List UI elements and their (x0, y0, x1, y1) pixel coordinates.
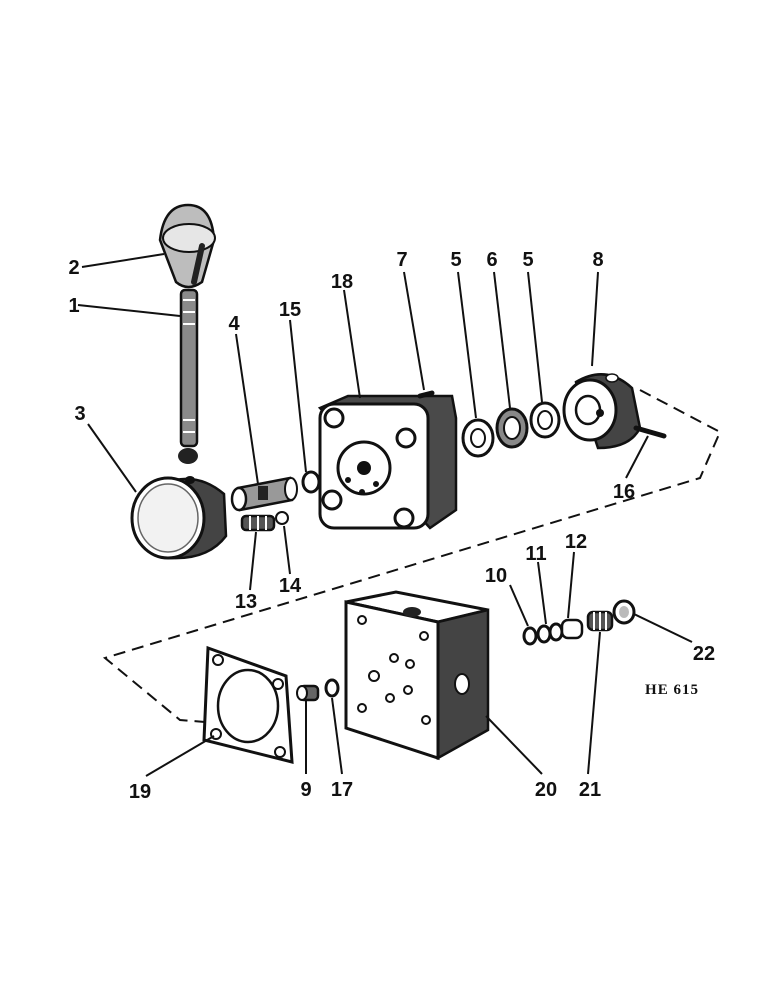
callout-7: 7 (396, 249, 407, 271)
part-ring-11a (536, 624, 552, 644)
part-cam (562, 373, 642, 450)
callout-22: 22 (693, 643, 715, 665)
part-oring-15 (301, 470, 321, 494)
leader-lines (77, 253, 693, 777)
part-bearing (495, 407, 529, 449)
callout-3: 3 (74, 403, 85, 425)
assembly-dash-line (102, 389, 722, 723)
part-knob (158, 203, 216, 289)
callout-21: 21 (579, 779, 601, 801)
callout-15: 15 (279, 299, 301, 321)
part-spring (240, 514, 276, 532)
callout-5b: 5 (522, 249, 533, 271)
callout-10: 10 (485, 565, 507, 587)
part-plunger (560, 618, 584, 640)
part-valve-body (344, 590, 490, 761)
callout-18: 18 (331, 271, 353, 293)
callout-19: 19 (129, 781, 151, 803)
part-housing (317, 394, 458, 530)
callout-4: 4 (228, 313, 240, 335)
callout-6: 6 (486, 249, 497, 271)
callout-5a: 5 (450, 249, 461, 271)
callout-9: 9 (300, 779, 311, 801)
callout-11: 11 (525, 543, 546, 565)
part-plug-9 (296, 684, 320, 702)
part-spring-21 (586, 610, 614, 632)
part-ring-11b (548, 622, 564, 642)
part-ball (275, 511, 289, 525)
part-oring-17 (324, 678, 340, 698)
callout-1: 1 (68, 295, 79, 317)
callout-2: 2 (68, 257, 79, 279)
callout-16: 16 (613, 481, 635, 503)
part-plug-22 (612, 599, 636, 625)
callout-13: 13 (235, 591, 257, 613)
callout-8: 8 (592, 249, 603, 271)
part-ring-10 (522, 626, 538, 646)
part-gasket (202, 645, 294, 764)
figure-code: HE 615 (645, 682, 699, 698)
part-shaft (230, 476, 298, 512)
callout-12: 12 (565, 531, 587, 553)
part-washer-5a (461, 418, 495, 458)
part-lever (178, 288, 199, 464)
part-washer-5b (529, 401, 561, 439)
part-cap (130, 476, 228, 560)
callout-20: 20 (535, 779, 557, 801)
part-pin-16 (633, 425, 667, 439)
callout-17: 17 (331, 779, 353, 801)
part-pin-7 (417, 390, 435, 399)
callout-14: 14 (279, 575, 302, 597)
